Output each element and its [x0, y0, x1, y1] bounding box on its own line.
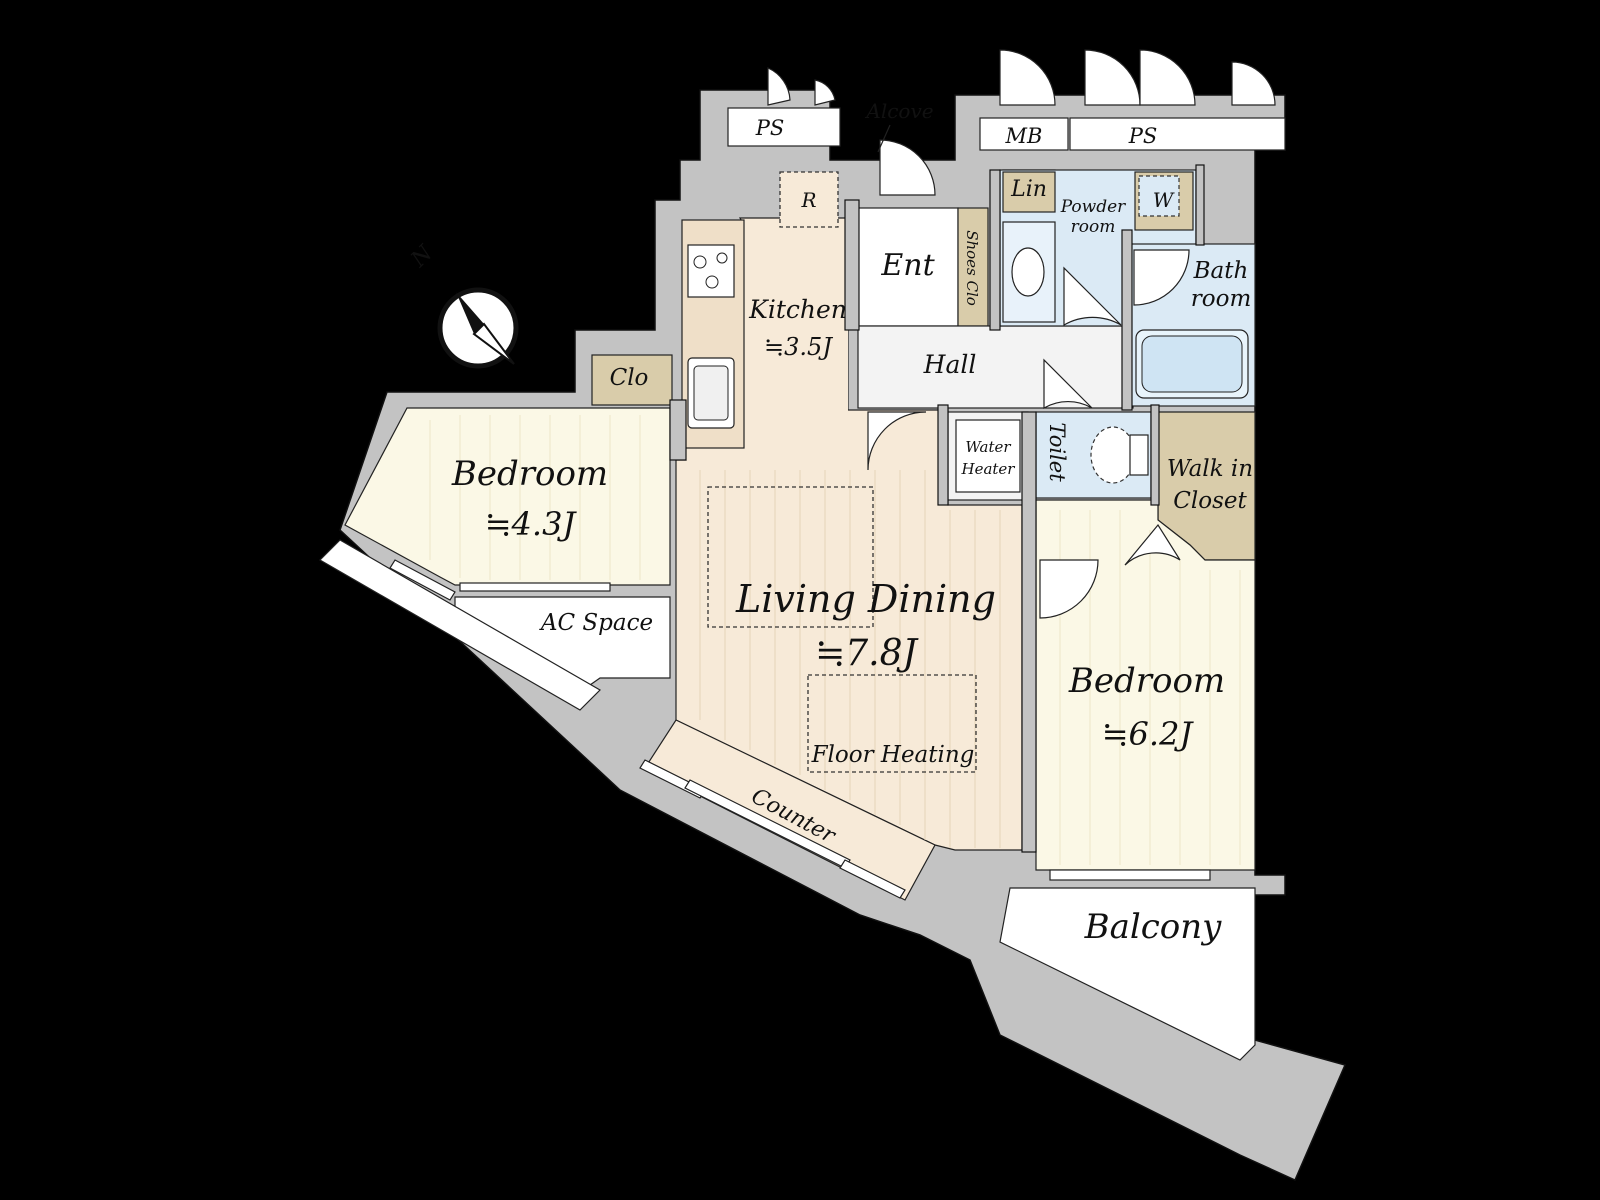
- floor-heating-zone-2: [807, 674, 977, 773]
- bathtub-inner: [1141, 335, 1243, 393]
- balcony-floor: [999, 887, 1256, 1061]
- water-heater-label-line1: Water: [965, 438, 1011, 456]
- linen-closet-label: Lin: [1010, 177, 1047, 202]
- mb-box: [979, 117, 1069, 151]
- powder-room-label-line1: Powder: [1060, 197, 1126, 217]
- toilet-tank: [1129, 434, 1149, 476]
- floor-heating-zone-1: [707, 486, 874, 628]
- washer-label: W: [1153, 188, 1175, 212]
- bath-room-label-line1: Bath: [1193, 258, 1249, 284]
- door-swing-bath: [1133, 249, 1190, 306]
- ps-left-label: PS: [755, 116, 785, 140]
- door-swing-walk-in: [1124, 523, 1181, 566]
- floor-heating-label: Floor Heating: [811, 742, 975, 768]
- walk-in-closet-label-line2: Closet: [1173, 488, 1247, 514]
- shoes-closet: [957, 207, 989, 327]
- mb-label: MB: [1005, 124, 1043, 148]
- burner-icon: [693, 255, 707, 269]
- bedroom-left-size: ≒4.3J: [485, 505, 578, 543]
- door-swing-ld: [867, 411, 927, 471]
- ps-left-box: [727, 107, 841, 147]
- door-swing-entrance: [879, 139, 936, 196]
- compass-icon: N: [406, 240, 519, 369]
- bedroom-right-size: ≒6.2J: [1102, 715, 1195, 753]
- ps-right-box: [1069, 117, 1286, 151]
- fridge-label: R: [800, 188, 816, 212]
- hall-label: Hall: [923, 350, 977, 379]
- counter-strip: [644, 719, 936, 901]
- door-swing-bedroom-right: [1039, 559, 1099, 619]
- shoes-closet-label: Shoes Clo: [963, 230, 981, 306]
- bedroom-left-name: Bedroom: [451, 454, 608, 494]
- clo-left-label: Clo: [610, 365, 649, 391]
- ac-space-label: AC Space: [539, 610, 653, 636]
- living-name: Living Dining: [735, 577, 996, 621]
- alcove-leader: [877, 124, 891, 153]
- walk-in-closet-label-line1: Walk in: [1167, 456, 1253, 482]
- window-bottom-right: [1049, 869, 1211, 881]
- powder-room-label-line2: room: [1071, 217, 1116, 237]
- alcove-label: Alcove: [864, 99, 933, 123]
- linen-closet-over: [1002, 171, 1056, 213]
- kitchen-sink-basin: [693, 365, 729, 421]
- burner-icon: [705, 275, 719, 289]
- sink-icon: [1011, 247, 1045, 297]
- burner-icon: [716, 252, 728, 264]
- balcony-label: Balcony: [1084, 907, 1223, 947]
- living-size: ≒7.8J: [815, 633, 919, 674]
- washer-pan: [1138, 175, 1180, 217]
- fridge-space: [779, 171, 839, 228]
- toilet-label: Toilet: [1045, 422, 1069, 482]
- kitchen-name: Kitchen: [748, 295, 847, 324]
- door-swing-hall: [1043, 358, 1093, 410]
- entrance-label: Ent: [880, 248, 935, 283]
- stove-icon: [687, 244, 735, 298]
- bath-room-label-line2: room: [1191, 286, 1252, 312]
- compass-north-label: N: [406, 240, 439, 273]
- clo-left-floor: [591, 354, 673, 406]
- left-balcony-strip: [319, 539, 601, 711]
- kitchen-size: ≒3.5J: [764, 333, 833, 361]
- bedroom-right-name: Bedroom: [1068, 661, 1225, 701]
- interior-walls: [669, 164, 1205, 853]
- water-heater-box: [955, 419, 1021, 493]
- windows-diagonal: [389, 559, 906, 899]
- ps-right-label: PS: [1128, 124, 1158, 148]
- water-heater-label-line2: Heater: [961, 460, 1016, 478]
- hall-floor: [857, 325, 1134, 409]
- door-swing-powder: [1063, 266, 1122, 327]
- toilet-icon: [1090, 426, 1136, 484]
- floor-texture-bedroom-left: [429, 415, 641, 580]
- window-bedroom-left: [459, 582, 611, 592]
- exterior-top-doors: [767, 49, 1276, 106]
- floor-texture-living: [699, 470, 1001, 848]
